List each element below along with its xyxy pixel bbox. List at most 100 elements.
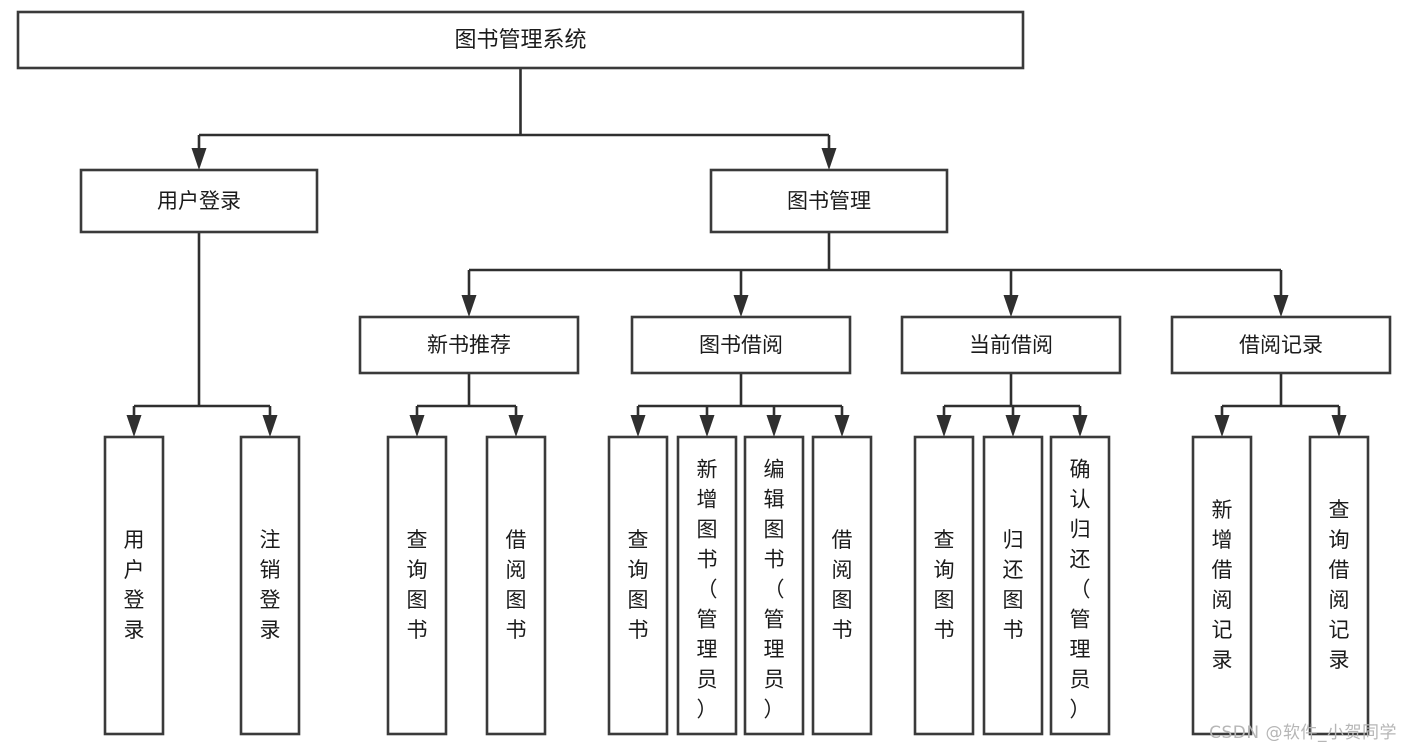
node-label-char: 归 bbox=[1003, 528, 1024, 552]
arrow-head-icon bbox=[766, 415, 782, 437]
node-label-char: 书 bbox=[1003, 618, 1024, 642]
arrow-head-icon bbox=[1331, 415, 1347, 437]
node-label-char: 管 bbox=[697, 608, 718, 632]
node-label-char: 登 bbox=[124, 588, 145, 612]
node-leaf-user-login[interactable]: 用户登录用户登录 bbox=[103, 435, 165, 736]
node-label-char: 询 bbox=[934, 558, 955, 582]
node-book-borrow[interactable]: 图书借阅 bbox=[630, 315, 852, 375]
node-label-char: 书 bbox=[697, 548, 718, 572]
node-label-char: 登 bbox=[260, 588, 281, 612]
node-user-login[interactable]: 用户登录 bbox=[79, 168, 319, 234]
node-label-char: 员 bbox=[764, 668, 785, 692]
node-label-char: 书 bbox=[407, 618, 428, 642]
arrow-head-icon bbox=[936, 415, 952, 437]
node-label-char: 阅 bbox=[506, 558, 527, 582]
node-leaf-return-book[interactable]: 归还图书归还图书 bbox=[982, 435, 1044, 736]
node-label-char: 阅 bbox=[1212, 588, 1233, 612]
node-label-char: 新 bbox=[1212, 498, 1233, 522]
node-label-char: 书 bbox=[832, 618, 853, 642]
node-label: 当前借阅 bbox=[969, 333, 1053, 357]
node-label-char: 增 bbox=[697, 488, 718, 512]
node-label-char: 用 bbox=[124, 528, 145, 552]
node-label: 图书管理系统 bbox=[454, 28, 586, 53]
node-label-char: 询 bbox=[407, 558, 428, 582]
node-box bbox=[900, 315, 1122, 375]
node-label-char: 记 bbox=[1212, 618, 1233, 642]
node-root[interactable]: 图书管理系统 bbox=[16, 10, 1025, 70]
node-label-char: 理 bbox=[697, 638, 718, 662]
node-leaf-add-borrow-record[interactable]: 新增借阅记录新增借阅记录 bbox=[1191, 435, 1253, 736]
connector-layer bbox=[126, 68, 1347, 437]
node-label-char: 书 bbox=[506, 618, 527, 642]
node-label-char: 注 bbox=[260, 528, 281, 552]
node-label-char: 书 bbox=[764, 548, 785, 572]
node-label-char: 查 bbox=[1329, 498, 1350, 522]
node-borrow-record[interactable]: 借阅记录 bbox=[1170, 315, 1392, 375]
node-label-char: 阅 bbox=[1329, 588, 1350, 612]
node-box bbox=[676, 435, 738, 736]
node-label-char: 借 bbox=[1329, 558, 1350, 582]
node-label-char: 书 bbox=[934, 618, 955, 642]
node-box bbox=[982, 435, 1044, 736]
node-label-char: 借 bbox=[1212, 558, 1233, 582]
node-label-char: 记 bbox=[1329, 618, 1350, 642]
node-label-char: 理 bbox=[1070, 638, 1091, 662]
node-layer: 图书管理系统用户登录图书管理新书推荐图书借阅当前借阅借阅记录用户登录用户登录注销… bbox=[16, 10, 1392, 736]
node-label-char: （ bbox=[697, 578, 718, 602]
node-leaf-borrow-book-recommend[interactable]: 借阅图书借阅图书 bbox=[485, 435, 547, 736]
node-label-char: 员 bbox=[697, 668, 718, 692]
node-box bbox=[1049, 435, 1111, 736]
arrow-head-icon bbox=[1003, 295, 1019, 317]
node-label-char: ） bbox=[764, 698, 785, 722]
node-label-char: 员 bbox=[1070, 668, 1091, 692]
node-label-char: 增 bbox=[1212, 528, 1233, 552]
node-label-char: ） bbox=[697, 698, 718, 722]
node-label-char: 询 bbox=[628, 558, 649, 582]
node-box bbox=[485, 435, 547, 736]
node-box bbox=[709, 168, 949, 234]
node-book-manage[interactable]: 图书管理 bbox=[709, 168, 949, 234]
node-label-char: 查 bbox=[407, 528, 428, 552]
arrow-head-icon bbox=[1005, 415, 1021, 437]
arrow-head-icon bbox=[733, 295, 749, 317]
node-box bbox=[103, 435, 165, 736]
node-label-char: （ bbox=[764, 578, 785, 602]
node-label-char: 还 bbox=[1003, 558, 1024, 582]
node-label-char: 录 bbox=[124, 618, 145, 642]
node-box bbox=[79, 168, 319, 234]
node-label-char: 书 bbox=[628, 618, 649, 642]
node-box bbox=[743, 435, 805, 736]
arrow-head-icon bbox=[1214, 415, 1230, 437]
node-label: 借阅记录 bbox=[1239, 333, 1323, 357]
arrow-head-icon bbox=[821, 148, 837, 170]
node-leaf-query-borrow-record[interactable]: 查询借阅记录查询借阅记录 bbox=[1308, 435, 1370, 736]
node-leaf-query-book-borrow[interactable]: 查询图书查询图书 bbox=[607, 435, 669, 736]
arrow-head-icon bbox=[126, 415, 142, 437]
node-box bbox=[913, 435, 975, 736]
node-leaf-borrow-book[interactable]: 借阅图书借阅图书 bbox=[811, 435, 873, 736]
node-label-char: 图 bbox=[407, 588, 428, 612]
node-label-char: 户 bbox=[124, 558, 145, 582]
node-label-char: 询 bbox=[1329, 528, 1350, 552]
node-current-borrow[interactable]: 当前借阅 bbox=[900, 315, 1122, 375]
arrow-head-icon bbox=[508, 415, 524, 437]
node-label-char: 新 bbox=[697, 458, 718, 482]
node-label-char: 查 bbox=[934, 528, 955, 552]
node-new-book-recommend[interactable]: 新书推荐 bbox=[358, 315, 580, 375]
node-box bbox=[386, 435, 448, 736]
node-label-char: 录 bbox=[1212, 648, 1233, 672]
node-leaf-query-book-current[interactable]: 查询图书查询图书 bbox=[913, 435, 975, 736]
arrow-head-icon bbox=[1072, 415, 1088, 437]
node-box bbox=[1308, 435, 1370, 736]
node-leaf-logout-login[interactable]: 注销登录注销登录 bbox=[239, 435, 301, 736]
arrow-head-icon bbox=[461, 295, 477, 317]
node-label-char: 图 bbox=[934, 588, 955, 612]
node-leaf-query-book-recommend[interactable]: 查询图书查询图书 bbox=[386, 435, 448, 736]
node-box bbox=[358, 315, 580, 375]
node-box bbox=[1170, 315, 1392, 375]
arrow-head-icon bbox=[699, 415, 715, 437]
